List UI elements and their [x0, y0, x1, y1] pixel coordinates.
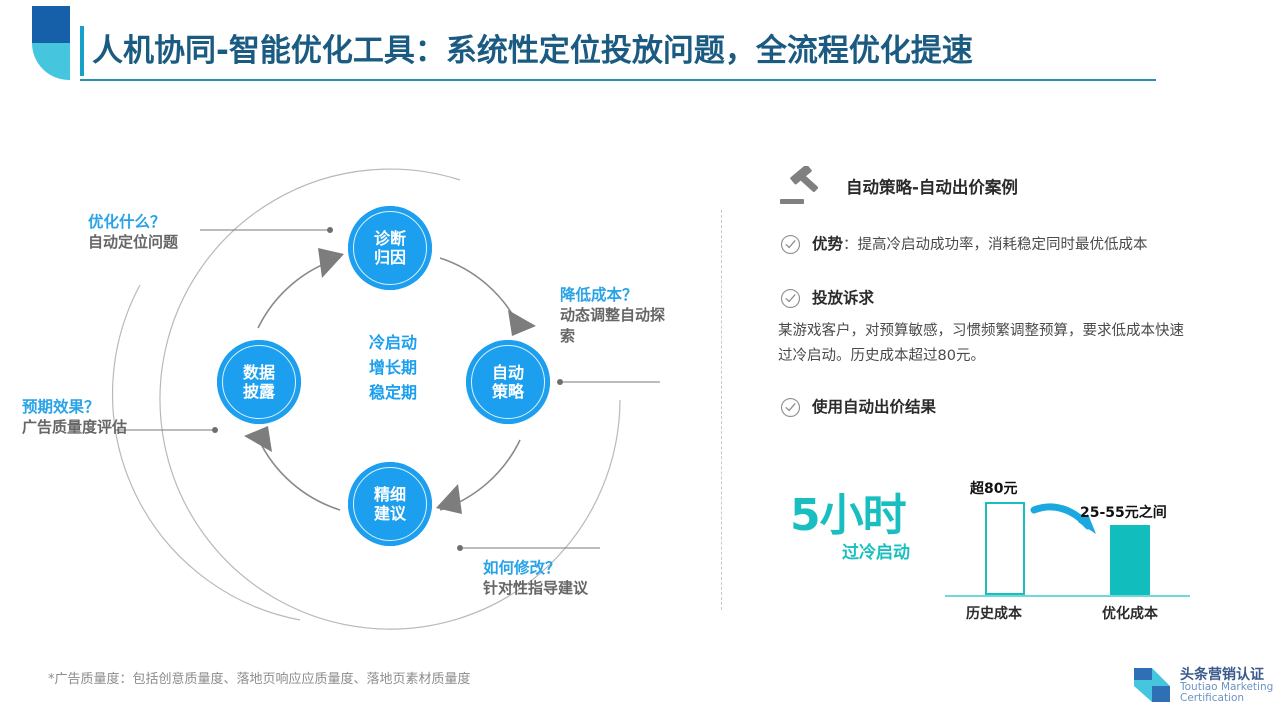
block-label: 优势 [812, 235, 844, 253]
decrease-arrow-icon [1030, 503, 1096, 534]
panel-divider [721, 210, 722, 610]
callout-question: 如何修改？ [483, 559, 561, 577]
callout-answer: 广告质量度评估 [22, 418, 128, 436]
node-label-line1: 自动 [491, 363, 524, 382]
node-label-line1: 数据 [242, 363, 275, 382]
check-circle-icon [780, 234, 801, 255]
certification-logo-mark [1134, 668, 1170, 702]
title-accent-bar [80, 26, 84, 76]
node-label-line2: 披露 [242, 382, 275, 401]
diagram-node-fine-advice[interactable]: 精细 建议 [348, 462, 432, 546]
gavel-icon [780, 166, 819, 204]
diagram-node-data-disclosure[interactable]: 数据 披露 [217, 340, 301, 424]
callout-answer: 自动定位问题 [88, 233, 179, 251]
callout-answer: 针对性指导建议 [483, 579, 589, 597]
diagram-center-stages: 冷启动 增长期 稳定期 [338, 330, 448, 405]
diagram-node-auto-strategy[interactable]: 自动 策略 [466, 340, 550, 424]
callout-how-to-modify: 如何修改？ 针对性指导建议 [483, 558, 588, 599]
footnote: *广告质量度：包括创意质量度、落地页响应应质量度、落地页素材质量度 [48, 672, 471, 687]
node-label-fine-advice: 精细 建议 [374, 485, 406, 523]
block-delivery-demand-body: 某游戏客户，对预算敏感，习惯频繁调整预算，要求低成本快速过冷启动。历史成本超过8… [778, 323, 1184, 364]
highlight-metric: 5小时 [790, 494, 907, 538]
node-label-line1: 诊断 [373, 229, 406, 248]
metric-unit: 小时 [819, 490, 907, 541]
diagram-lines-svg [111, 168, 660, 630]
block-auto-bid-result: 使用自动出价结果 [770, 397, 1240, 418]
certification-logo-en-line2: Certification [1180, 692, 1245, 704]
callout-question: 优化什么？ [88, 213, 166, 231]
certification-logo-cn: 头条营销认证 [1180, 667, 1264, 683]
callout-question: 降低成本？ [560, 286, 638, 304]
stage-stable: 稳定期 [368, 383, 417, 402]
node-label-diagnose: 诊断 归因 [374, 229, 406, 267]
logo-quarter-circle-shape [32, 43, 70, 80]
chart-axis-line [945, 595, 1190, 597]
callout-question: 预期效果？ [22, 398, 100, 416]
node-label-data-disclosure: 数据 披露 [243, 363, 275, 401]
stage-cold-start: 冷启动 [368, 333, 417, 352]
check-circle-icon [780, 288, 801, 309]
block-delivery-demand-title: 投放诉求 [812, 289, 875, 307]
block-advantage-title: 优势：提高冷启动成功率，消耗稳定同时最优低成本 [812, 234, 1240, 256]
node-inner-ring [353, 211, 427, 285]
bar-optimized-cost [1110, 525, 1150, 595]
callout-answer: 动态调整自动探索 [560, 306, 666, 345]
callout-optimize-what: 优化什么？ 自动定位问题 [88, 212, 178, 253]
block-auto-bid-result-title: 使用自动出价结果 [812, 398, 937, 416]
node-label-auto-strategy: 自动 策略 [492, 363, 524, 401]
case-study-panel: 自动策略-自动出价案例 优势：提高冷启动成功率，消耗稳定同时最优低成本 投放诉求… [770, 160, 1240, 418]
certification-logo: 头条营销认证 Toutiao Marketing Certification [1132, 664, 1273, 708]
certification-logo-en-line1: Toutiao Marketing [1180, 681, 1274, 693]
metric-caption: 过冷启动 [842, 543, 910, 563]
node-inner-ring [353, 467, 427, 541]
title-underline [80, 79, 1156, 81]
node-label-line1: 精细 [373, 485, 406, 504]
callout-reduce-cost: 降低成本？ 动态调整自动探索 [560, 285, 670, 347]
bar-value-label-optimized: 25-55元之间 [1080, 505, 1167, 521]
node-inner-ring [471, 345, 545, 419]
node-label-line2: 策略 [491, 382, 524, 401]
case-study-title: 自动策略-自动出价案例 [846, 178, 1018, 197]
node-inner-ring [222, 345, 296, 419]
stage-growth: 增长期 [368, 358, 417, 377]
block-inline-text: ：提高冷启动成功率，消耗稳定同时最优低成本 [843, 237, 1148, 253]
bar-value-label-historical: 超80元 [970, 481, 1018, 497]
node-label-line2: 建议 [373, 504, 406, 523]
logo-square-shape [32, 6, 70, 43]
node-label-line2: 归因 [373, 248, 406, 267]
metric-number: 5 [790, 490, 821, 541]
cycle-diagram: 诊断 归因 自动 策略 精细 建议 数据 披露 [0, 150, 720, 640]
bar-category-optimized: 优化成本 [1102, 606, 1158, 622]
check-circle-icon [780, 397, 801, 418]
block-advantage: 优势：提高冷启动成功率，消耗稳定同时最优低成本 [770, 234, 1240, 256]
page-title: 人机协同-智能优化工具：系统性定位投放问题，全流程优化提速 [92, 33, 973, 69]
case-study-header: 自动策略-自动出价案例 [770, 160, 1240, 216]
brand-logo-mark [32, 6, 70, 80]
bar-category-historical: 历史成本 [966, 606, 1022, 622]
block-delivery-demand: 投放诉求 某游戏客户，对预算敏感，习惯频繁调整预算，要求低成本快速过冷启动。历史… [770, 288, 1240, 369]
diagram-node-diagnose[interactable]: 诊断 归因 [348, 206, 432, 290]
bar-historical-cost [985, 502, 1025, 595]
cost-comparison-chart: 5小时 过冷启动 超80元 25-55元之间 历史成本 优化成本 [780, 480, 1220, 630]
callout-expected-effect: 预期效果？ 广告质量度评估 [22, 397, 127, 438]
